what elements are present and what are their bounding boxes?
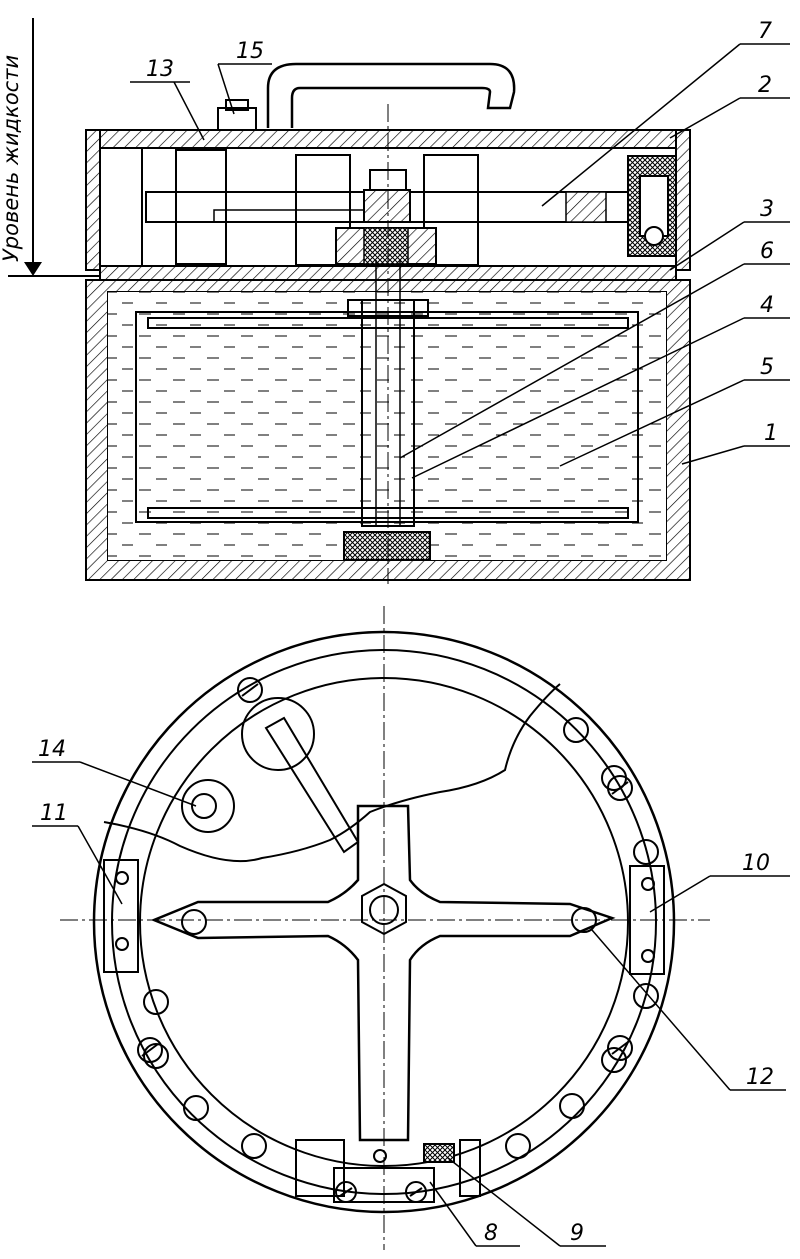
- callout-14: 14: [38, 737, 66, 762]
- motor-13: [100, 148, 142, 266]
- callout-9: 9: [570, 1221, 584, 1246]
- liquid-level-label: Уровень жидкости: [0, 55, 23, 262]
- handle: [268, 64, 514, 128]
- pipe-socket: [242, 698, 314, 770]
- callout-6: 6: [760, 239, 774, 264]
- callout-11: 11: [40, 801, 68, 826]
- clamp-11: [104, 860, 138, 972]
- callout-1: 1: [764, 421, 778, 446]
- callout-2: 2: [758, 73, 772, 98]
- callout-8: 8: [484, 1221, 498, 1246]
- callout-5: 5: [760, 355, 774, 380]
- bearing-bottom: [344, 532, 430, 560]
- callout-4: 4: [760, 293, 774, 318]
- plan-view: [60, 606, 710, 1250]
- cross-arms: [154, 806, 612, 1140]
- callout-7: 7: [758, 19, 772, 44]
- screws: [138, 678, 632, 1202]
- fitting-15: [218, 108, 256, 132]
- section-view: Уровень жидкости: [0, 18, 690, 584]
- callout-12: 12: [746, 1065, 774, 1090]
- callout-15: 15: [236, 39, 264, 64]
- callout-3: 3: [760, 197, 774, 222]
- callout-13: 13: [146, 57, 174, 82]
- callout-10: 10: [742, 851, 770, 876]
- liquid: [108, 292, 666, 560]
- shaft-housing: [364, 190, 410, 222]
- fitting-14: [182, 780, 234, 832]
- level-arrow-head: [24, 262, 42, 276]
